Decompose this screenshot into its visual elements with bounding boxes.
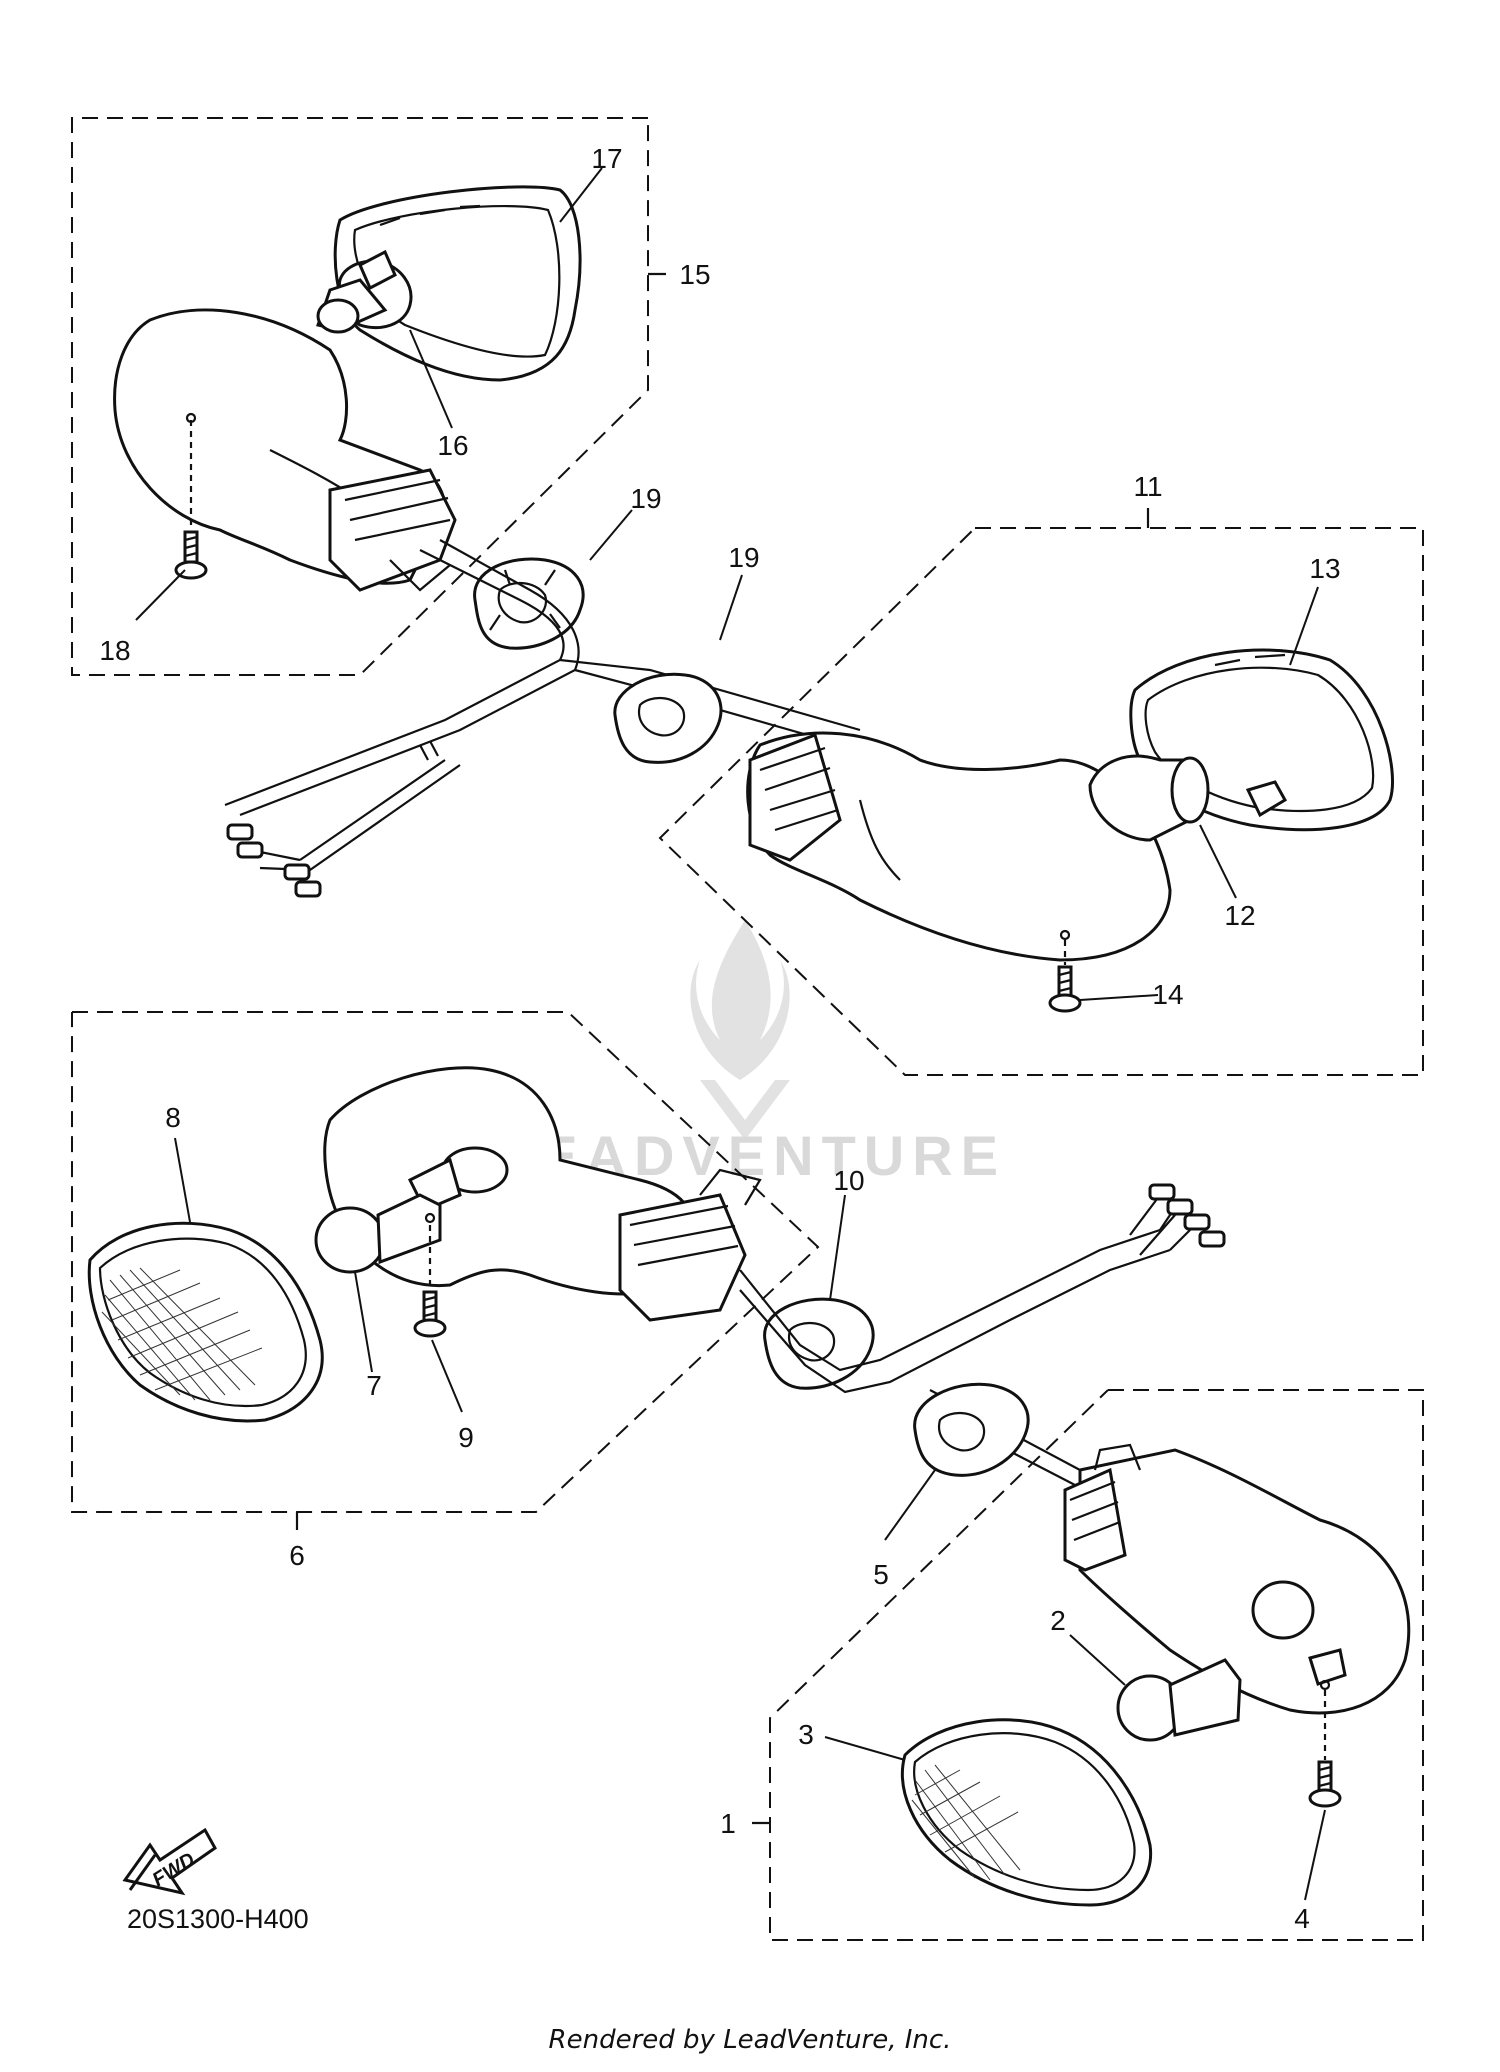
callout-14: 14	[1152, 979, 1183, 1010]
grommet-5	[913, 1382, 1030, 1477]
lamp-assembly-1	[900, 1443, 1411, 1907]
leader-lines	[135, 167, 1326, 1901]
group-11-dashed-box	[658, 508, 1424, 1076]
wire-harness-right	[739, 1183, 1226, 1486]
grommet-10	[763, 1297, 875, 1390]
group-15-dashed-box	[71, 117, 666, 676]
callout-3: 3	[798, 1719, 814, 1750]
footer-credit: Rendered by LeadVenture, Inc.	[549, 2025, 952, 2055]
callout-12: 12	[1224, 900, 1255, 931]
watermark: LEADVENTURE	[498, 920, 998, 1187]
callout-16: 16	[437, 430, 468, 461]
callout-11: 11	[1133, 471, 1162, 502]
grommet-19-middle	[613, 672, 723, 764]
callout-5: 5	[873, 1559, 889, 1590]
lens-grid-pattern-3	[911, 1764, 1021, 1881]
callout-17: 17	[591, 143, 622, 174]
callout-8: 8	[165, 1102, 181, 1133]
callouts: 17 15 16 19 11 19 13 18 12 14 8 10 7 9 6…	[99, 143, 1340, 1934]
lamp-assembly-11	[746, 648, 1394, 1013]
lens-grid-pattern	[101, 1267, 263, 1401]
callout-9: 9	[458, 1422, 474, 1453]
group-1-dashed-box	[752, 1389, 1424, 1941]
callout-1: 1	[720, 1808, 736, 1839]
callout-19-left: 19	[630, 483, 661, 514]
callout-15: 15	[679, 259, 710, 290]
group-6-dashed-box	[71, 1011, 820, 1530]
lamp-assembly-15	[113, 185, 582, 592]
callout-4: 4	[1294, 1903, 1310, 1934]
callout-13: 13	[1309, 553, 1340, 584]
wire-harness-left	[224, 539, 861, 898]
callout-7: 7	[366, 1370, 382, 1401]
callout-19-middle: 19	[728, 542, 759, 573]
callout-18: 18	[99, 635, 130, 666]
callout-10: 10	[833, 1165, 864, 1196]
watermark-logo-icon	[690, 920, 790, 1140]
fwd-arrow-icon: FWD	[122, 1827, 217, 1896]
callout-6: 6	[289, 1540, 305, 1571]
lamp-assembly-6	[87, 1066, 762, 1423]
diagram-code: 20S1300-H400	[127, 1904, 309, 1934]
callout-2: 2	[1050, 1605, 1066, 1636]
